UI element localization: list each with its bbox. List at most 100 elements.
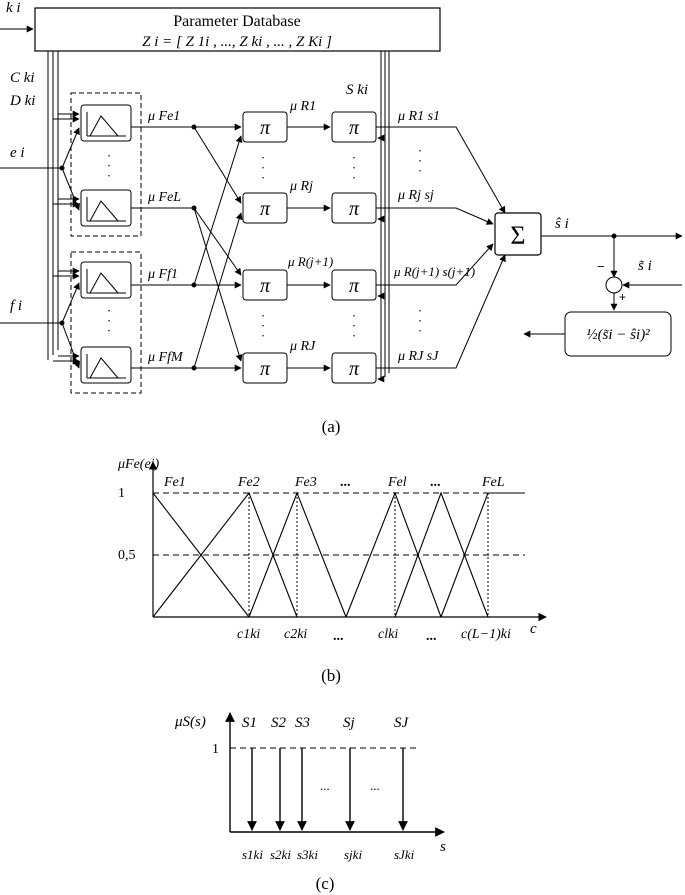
svg-text:·: ·	[418, 143, 422, 158]
pi-symbol-2: π	[260, 198, 271, 220]
svg-text:·: ·	[107, 313, 111, 328]
d-label: D ki	[9, 93, 35, 109]
b-xlabel: c	[530, 621, 537, 637]
group-e-dashed	[70, 92, 142, 237]
b-set-dots-2: ...	[430, 475, 441, 490]
svg-text:·: ·	[418, 303, 422, 318]
b-center-dots-2: ...	[426, 629, 437, 644]
svg-text:·: ·	[261, 328, 265, 343]
mu-feL-label: μ FeL	[147, 190, 181, 205]
svg-text:·: ·	[352, 328, 356, 343]
sum-symbol: Σ	[510, 221, 525, 250]
b-set-dots-1: ...	[340, 475, 351, 490]
mf-box-fM	[80, 346, 132, 384]
error-formula: ½(s̃i − ŝi)²	[586, 327, 650, 343]
svg-text:·: ·	[107, 303, 111, 318]
rule-output-1: μ R1 s1	[397, 109, 440, 124]
mu-rj1-label: μ R(j+1)	[287, 254, 333, 269]
caption-b: (b)	[321, 666, 341, 685]
rule-output-J: μ RJ sJ	[397, 349, 439, 364]
c-singleton-S1: S1	[242, 715, 257, 731]
b-set-Fel: Fel	[387, 475, 407, 490]
mu-r1-label: μ R1	[289, 99, 316, 114]
s-bus-label: S ki	[346, 82, 368, 98]
b-set-Fe2: Fe2	[237, 475, 260, 490]
c-singleton-S2: S2	[271, 715, 287, 731]
c-label: C ki	[10, 70, 35, 86]
svg-text:·: ·	[352, 308, 356, 323]
database-formula: Z i = [ Z 1i , ..., Z ki , ... , Z Ki ]	[142, 34, 332, 50]
svg-text:·: ·	[418, 313, 422, 328]
svg-text:·: ·	[352, 160, 356, 175]
b-center-cl: clki	[378, 627, 398, 642]
pi-symbol-3: π	[260, 275, 271, 297]
mf-box-f1	[80, 261, 132, 299]
b-center-cL1: c(L−1)ki	[461, 627, 511, 642]
ellipsis-dots: · · · · · · · · · · · · · · · · · · · · …	[107, 143, 422, 343]
pi-symbol-5: π	[349, 117, 360, 139]
c-position-s2: s2ki	[270, 847, 291, 862]
panel-a	[0, 7, 683, 394]
c-ellipsis-1: ...	[320, 778, 330, 793]
b-ylabel: μFe(ei)	[117, 457, 160, 472]
svg-text:·: ·	[418, 323, 422, 338]
svg-text:·: ·	[352, 170, 356, 185]
svg-text:·: ·	[418, 153, 422, 168]
c-singleton-S3: S3	[295, 715, 310, 731]
mu-fe1-label: μ Fe1	[147, 109, 180, 124]
svg-text:·: ·	[261, 170, 265, 185]
b-center-c1: c1ki	[237, 627, 260, 642]
panel-a-labels: Parameter Database Z i = [ Z 1i , ..., Z…	[6, 0, 652, 436]
svg-text:·: ·	[261, 160, 265, 175]
sum-box	[494, 212, 542, 256]
k-label: k i	[6, 0, 21, 16]
group-f-dashed	[70, 251, 142, 394]
svg-text:·: ·	[261, 308, 265, 323]
b-membership-triangles	[152, 491, 525, 618]
pi-symbol-4: π	[260, 358, 271, 380]
b-ytick-half: 0,5	[118, 548, 136, 563]
c-ellipsis-2: ...	[370, 778, 380, 793]
pi-symbol-1: π	[260, 117, 271, 139]
b-set-Fe1: Fe1	[163, 475, 186, 490]
b-center-c2: c2ki	[284, 627, 307, 642]
c-position-s3: s3ki	[297, 847, 318, 862]
svg-text:·: ·	[107, 168, 111, 183]
svg-text:·: ·	[107, 323, 111, 338]
mu-rJ-label: μ RJ	[289, 339, 316, 354]
svg-text:·: ·	[107, 158, 111, 173]
mu-rj-label: μ Rj	[289, 179, 313, 194]
plus-sign: +	[619, 290, 626, 304]
svg-text:·: ·	[352, 318, 356, 333]
b-ytick-1: 1	[118, 486, 125, 501]
panel-b: μFe(ei) 1 0,5 c Fe1 Fe2 Fe3 ... Fel ... …	[117, 457, 547, 685]
database-title: Parameter Database	[173, 13, 300, 30]
b-set-FeL: FeL	[481, 475, 505, 490]
mf-box-e1	[80, 104, 132, 142]
caption-a: (a)	[322, 417, 341, 436]
rule-output-j: μ Rj sj	[397, 188, 434, 203]
estimate-label: ŝ i	[555, 216, 569, 232]
c-singleton-Sj: Sj	[343, 715, 355, 731]
mu-ff1-label: μ Ff1	[147, 267, 178, 282]
c-ylabel: μS(s)	[174, 714, 206, 730]
c-position-s1: s1ki	[242, 847, 263, 862]
svg-text:·: ·	[107, 148, 111, 163]
b-set-Fe3: Fe3	[294, 475, 317, 490]
svg-text:·: ·	[352, 150, 356, 165]
e-label: e i	[10, 145, 25, 161]
target-label: s̃ i	[638, 258, 652, 274]
pi-symbol-8: π	[349, 358, 360, 380]
parameter-database-box	[34, 7, 441, 52]
caption-c: (c)	[316, 874, 335, 893]
minus-sign: −	[597, 259, 605, 274]
mf-box-eL	[80, 189, 132, 227]
svg-text:·: ·	[261, 318, 265, 333]
c-xlabel: s	[440, 839, 446, 855]
mu-ffM-label: μ FfM	[147, 350, 184, 365]
pi-symbol-6: π	[349, 198, 360, 220]
c-singleton-SJ: SJ	[394, 715, 410, 731]
c-position-sJ: sJki	[394, 847, 415, 862]
c-singletons	[247, 748, 408, 831]
